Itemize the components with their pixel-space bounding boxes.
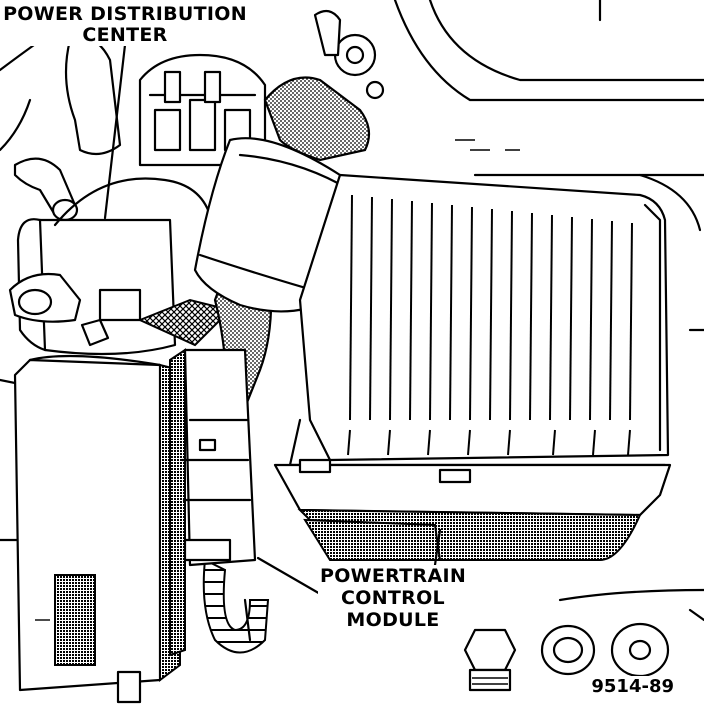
leader-lines (103, 43, 442, 597)
powertrain-control-module (169, 348, 257, 657)
hardware-nut (463, 628, 517, 692)
label-line: MODULE (346, 609, 440, 631)
air-cleaner-clips (347, 429, 631, 456)
battery-cable (263, 9, 385, 162)
battery (13, 354, 181, 704)
powertrain-control-module-label: POWERTRAIN CONTROL MODULE (318, 565, 468, 631)
hardware-washer (540, 624, 596, 676)
power-distribution-center-label: POWER DISTRIBUTION CENTER (0, 4, 250, 46)
upper-radiator-hose (13, 36, 122, 222)
power-distribution-center (8, 177, 232, 356)
figure-id: 9514-89 (591, 676, 674, 697)
fender-contours (0, 0, 704, 622)
label-line: CENTER (82, 24, 168, 46)
label-line: CONTROL (341, 587, 445, 609)
hardware-cap (610, 622, 670, 678)
air-cleaner-housing (273, 173, 672, 561)
air-cleaner-ribs (349, 194, 633, 421)
label-line: POWERTRAIN (319, 565, 467, 587)
label-line: POWER DISTRIBUTION (3, 3, 247, 25)
relay-block (138, 53, 267, 167)
